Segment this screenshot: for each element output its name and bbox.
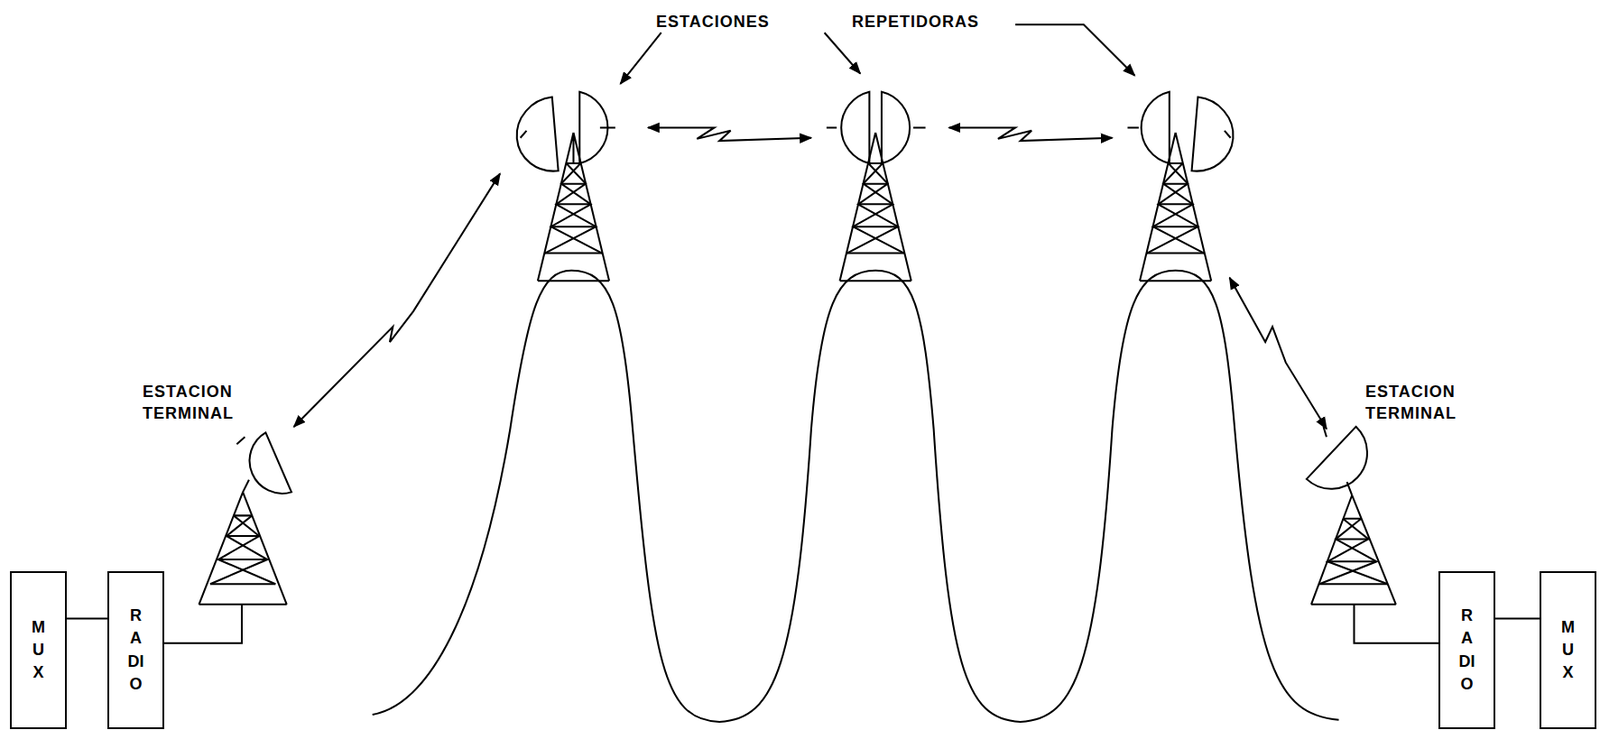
leader-line <box>824 32 861 74</box>
antenna-dish <box>504 92 1246 183</box>
station-label: ESTACION TERMINAL <box>142 380 251 426</box>
equipment-box: RADIO <box>107 571 165 730</box>
repeater-tower <box>537 132 610 281</box>
terminal-tower <box>1296 425 1397 604</box>
mountain-outline <box>372 270 1340 722</box>
box-text: RADIO <box>128 604 145 696</box>
box-text: MUX <box>30 616 47 685</box>
equipment-box: MUX <box>1539 571 1597 730</box>
terminal-tower <box>198 430 301 605</box>
equipment-box: MUX <box>9 571 67 730</box>
repeater-tower <box>1139 132 1212 281</box>
box-text: MUX <box>1560 616 1577 685</box>
group-label: ESTACIONES <box>656 10 770 33</box>
box-text: RADIO <box>1459 604 1476 696</box>
station-label: ESTACION TERMINAL <box>1365 380 1474 426</box>
leader-line <box>619 32 661 84</box>
leader-line <box>1015 24 1135 76</box>
group-label: REPETIDORAS <box>851 10 980 33</box>
connector-line <box>1495 618 1540 620</box>
radio-link <box>294 127 1327 429</box>
connector-line <box>66 618 108 620</box>
feed-wire <box>1353 604 1439 644</box>
feed-wire <box>163 604 242 644</box>
repeater-tower <box>840 132 912 281</box>
equipment-box: RADIO <box>1438 571 1496 730</box>
